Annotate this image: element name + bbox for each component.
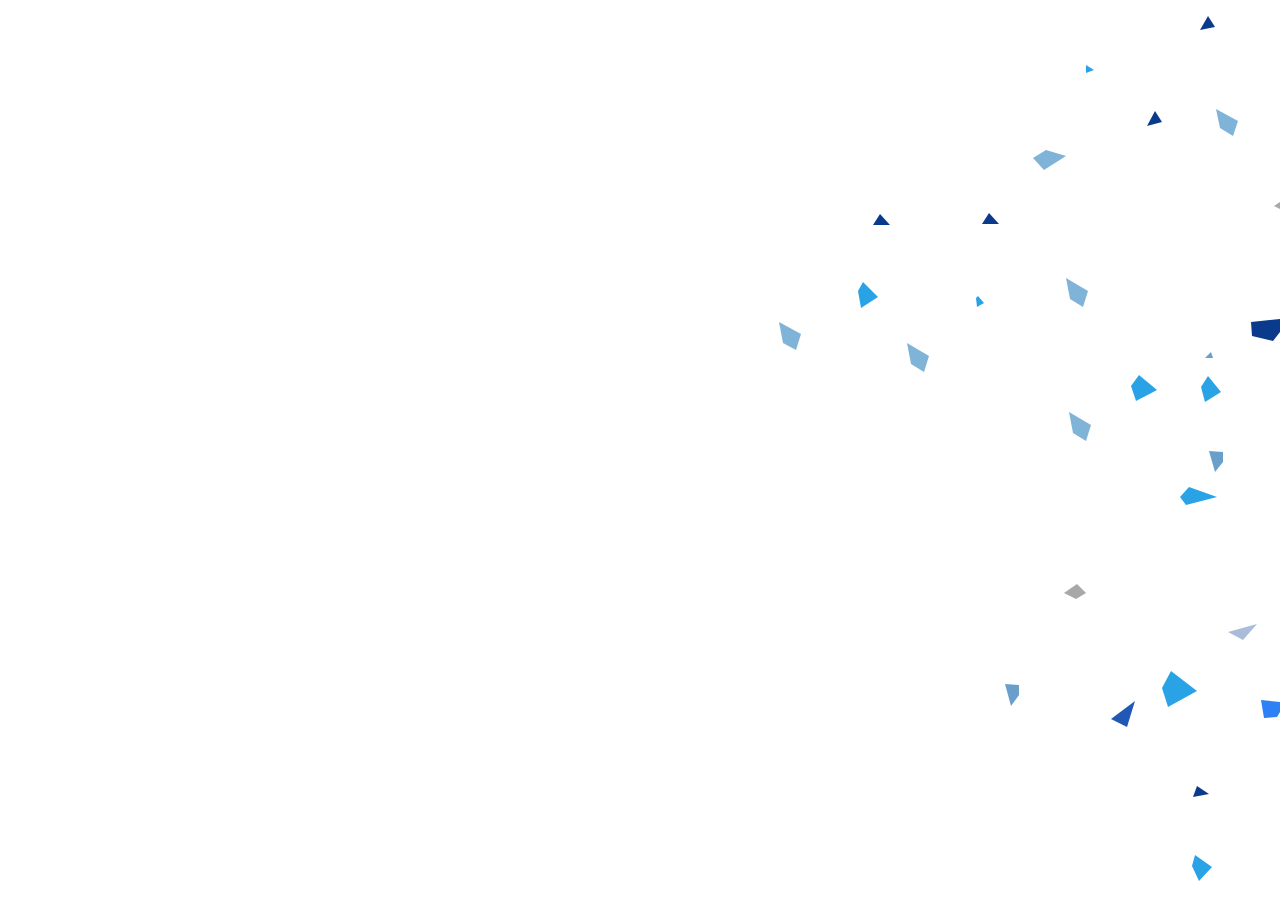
confetti-shard-icon — [1193, 786, 1209, 797]
confetti-shard-icon — [1066, 278, 1088, 307]
confetti-shard-icon — [1162, 671, 1197, 707]
confetti-shard-icon — [1228, 624, 1257, 640]
confetti-shard-icon — [1033, 150, 1066, 170]
confetti-shard-icon — [1005, 684, 1019, 706]
confetti-shard-icon — [1216, 109, 1238, 136]
confetti-shard-icon — [907, 343, 929, 372]
confetti-shard-icon — [1111, 701, 1135, 727]
confetti-shard-icon — [1180, 487, 1217, 505]
confetti-shard-icon — [1251, 319, 1280, 341]
confetti-shard-icon — [1131, 375, 1157, 401]
confetti-shard-icon — [858, 282, 878, 308]
confetti-shard-icon — [1274, 202, 1280, 209]
confetti-shard-icon — [982, 213, 999, 224]
confetti-shard-icon — [1205, 352, 1213, 358]
confetti-shard-icon — [873, 214, 890, 225]
confetti-shard-icon — [1069, 412, 1091, 441]
confetti-shard-icon — [1261, 700, 1280, 718]
confetti-shard-icon — [779, 322, 801, 350]
confetti-shard-icon — [1192, 855, 1212, 881]
confetti-shard-icon — [1086, 65, 1094, 73]
confetti-shard-icon — [1200, 16, 1215, 30]
confetti-shard-icon — [1209, 451, 1223, 472]
confetti-shard-icon — [1064, 584, 1086, 599]
confetti-shard-icon — [1201, 376, 1221, 402]
confetti-shard-icon — [976, 296, 984, 307]
confetti-shard-icon — [1147, 111, 1162, 126]
